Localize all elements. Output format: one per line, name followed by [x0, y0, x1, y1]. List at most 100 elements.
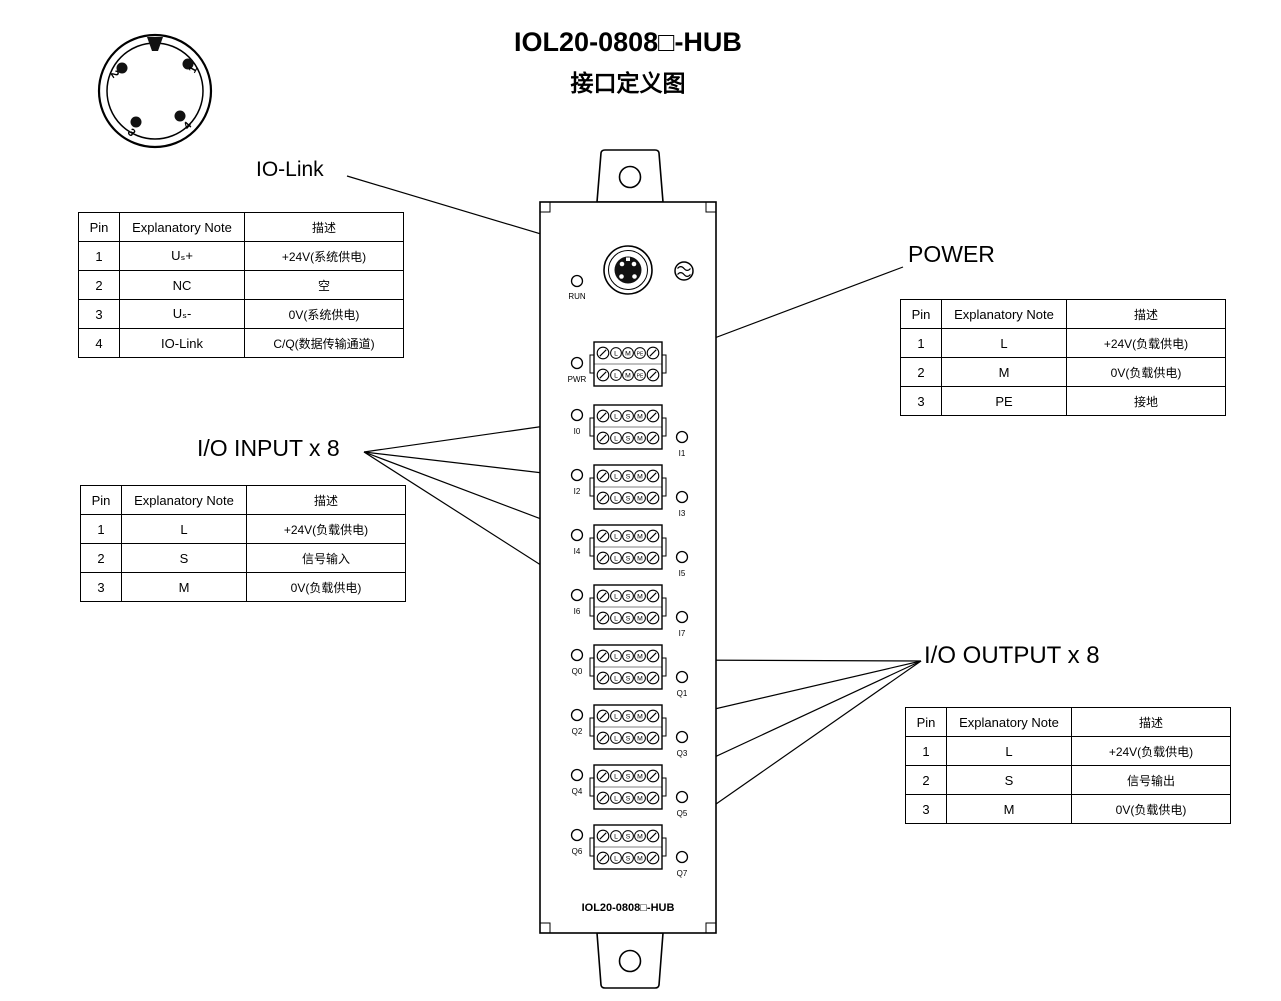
- channel-label: I2: [574, 487, 581, 496]
- terminal-pin-label: M: [637, 713, 643, 720]
- terminal-pin-label: M: [637, 735, 643, 742]
- channel-led: [570, 528, 584, 542]
- terminal-pin: [634, 612, 646, 624]
- terminal-pin: [622, 852, 634, 864]
- note-cell: M: [946, 794, 1072, 824]
- terminal-pin: [610, 612, 622, 624]
- pin-cell: 3: [78, 299, 120, 329]
- terminal-pin-label: S: [626, 713, 631, 720]
- terminal-pin-label: M: [625, 350, 631, 357]
- terminal-pin-label: S: [626, 593, 631, 600]
- channel-label: I5: [679, 569, 686, 578]
- terminal-pin: [610, 492, 622, 504]
- table-header-row: Pin Explanatory Note 描述: [905, 707, 1231, 737]
- power-pin-table: Pin Explanatory Note 描述 1 L +24V(负载供电) 2…: [900, 299, 1226, 416]
- terminal-pin: [610, 410, 622, 422]
- screw-slot: [649, 772, 657, 780]
- table-row: 2 S 信号输出: [905, 765, 1231, 795]
- table-header: Explanatory Note: [946, 707, 1072, 737]
- terminal-pin: [622, 612, 634, 624]
- iolink-socket-pin: [631, 261, 637, 267]
- terminal-pin: [622, 590, 634, 602]
- terminal-pin: [622, 792, 634, 804]
- channel-label: Q1: [677, 689, 688, 698]
- channel-led: [570, 588, 584, 602]
- channel-led: [675, 490, 689, 504]
- terminal-pin-label: L: [614, 735, 618, 742]
- channel-label: Q7: [677, 869, 688, 878]
- table-header: Explanatory Note: [119, 212, 245, 242]
- terminal-pin-label: S: [626, 833, 631, 840]
- terminal-pin: [622, 347, 634, 359]
- connector-pin-dot: [174, 110, 186, 122]
- terminal-pin-label: L: [614, 795, 618, 802]
- connector-pin-dot: [116, 62, 128, 74]
- callout-power: POWER: [908, 241, 995, 267]
- table-row: 2 S 信号输入: [80, 543, 406, 573]
- desc-cell: +24V(负载供电): [1066, 328, 1226, 358]
- terminal-pin: [610, 830, 622, 842]
- desc-cell: +24V(负载供电): [246, 514, 406, 544]
- channel-led: [675, 790, 689, 804]
- terminal-pin-label: L: [614, 495, 618, 502]
- screw-slot: [599, 652, 607, 660]
- terminal-pin-label: S: [626, 675, 631, 682]
- note-cell: L: [941, 328, 1067, 358]
- terminal-pin: [634, 732, 646, 744]
- terminal-pin-label: L: [614, 675, 618, 682]
- screw-slot: [599, 349, 607, 357]
- table-header: Pin: [900, 299, 942, 329]
- pin-cell: 1: [900, 328, 942, 358]
- table-row: 1 Uₛ+ +24V(系统供电): [78, 241, 404, 271]
- terminal-pin: [622, 710, 634, 722]
- mounting-hole-top: [618, 165, 642, 189]
- pin-cell: 1: [78, 241, 120, 271]
- terminal-pin-label: M: [625, 372, 631, 379]
- body-corner-notch: [705, 201, 717, 213]
- screw-slot: [649, 371, 657, 379]
- terminal-pin: [610, 347, 622, 359]
- channel-led: [675, 730, 689, 744]
- input-pin-table: Pin Explanatory Note 描述 1 L +24V(负载供电) 2…: [80, 485, 406, 602]
- channel-label: Q0: [572, 667, 583, 676]
- pin-cell: 4: [78, 328, 120, 358]
- table-row: 4 IO-Link C/Q(数据传输通道): [78, 328, 404, 358]
- screw-slot: [599, 532, 607, 540]
- terminal-pin-label: M: [637, 555, 643, 562]
- pin-cell: 3: [905, 794, 947, 824]
- terminal-pin: [634, 672, 646, 684]
- channel-led: [675, 670, 689, 684]
- io-link-pin-table: Pin Explanatory Note 描述 1 Uₛ+ +24V(系统供电)…: [78, 212, 404, 358]
- callout-io-input: I/O INPUT x 8: [197, 435, 340, 461]
- terminal-pin: [610, 792, 622, 804]
- pin-cell: 1: [905, 736, 947, 766]
- channel-label: I3: [679, 509, 686, 518]
- screw-slot: [649, 674, 657, 682]
- terminal-pin-label: M: [637, 495, 643, 502]
- terminal-pin-label: PE: [637, 373, 644, 379]
- terminal-pin-label: S: [626, 795, 631, 802]
- channel-label: I7: [679, 629, 686, 638]
- terminal-pin-label: M: [637, 675, 643, 682]
- terminal-pin-label: M: [637, 533, 643, 540]
- channel-led: [570, 768, 584, 782]
- screw-slot: [649, 734, 657, 742]
- table-row: 1 L +24V(负载供电): [80, 514, 406, 544]
- connector-pin-number: 2: [108, 68, 121, 80]
- channel-led: [570, 468, 584, 482]
- table-header-row: Pin Explanatory Note 描述: [78, 212, 404, 242]
- pin-cell: 2: [78, 270, 120, 300]
- note-cell: L: [946, 736, 1072, 766]
- connector-pin-number: 1: [187, 64, 200, 75]
- screw-slot: [599, 854, 607, 862]
- terminal-pin-label: L: [614, 773, 618, 780]
- table-header-row: Pin Explanatory Note 描述: [80, 485, 406, 515]
- table-header-row: Pin Explanatory Note 描述: [900, 299, 1226, 329]
- terminal-pin: [622, 650, 634, 662]
- screw-slot: [599, 794, 607, 802]
- body-corner-notch: [539, 201, 551, 213]
- terminal-pin: [622, 492, 634, 504]
